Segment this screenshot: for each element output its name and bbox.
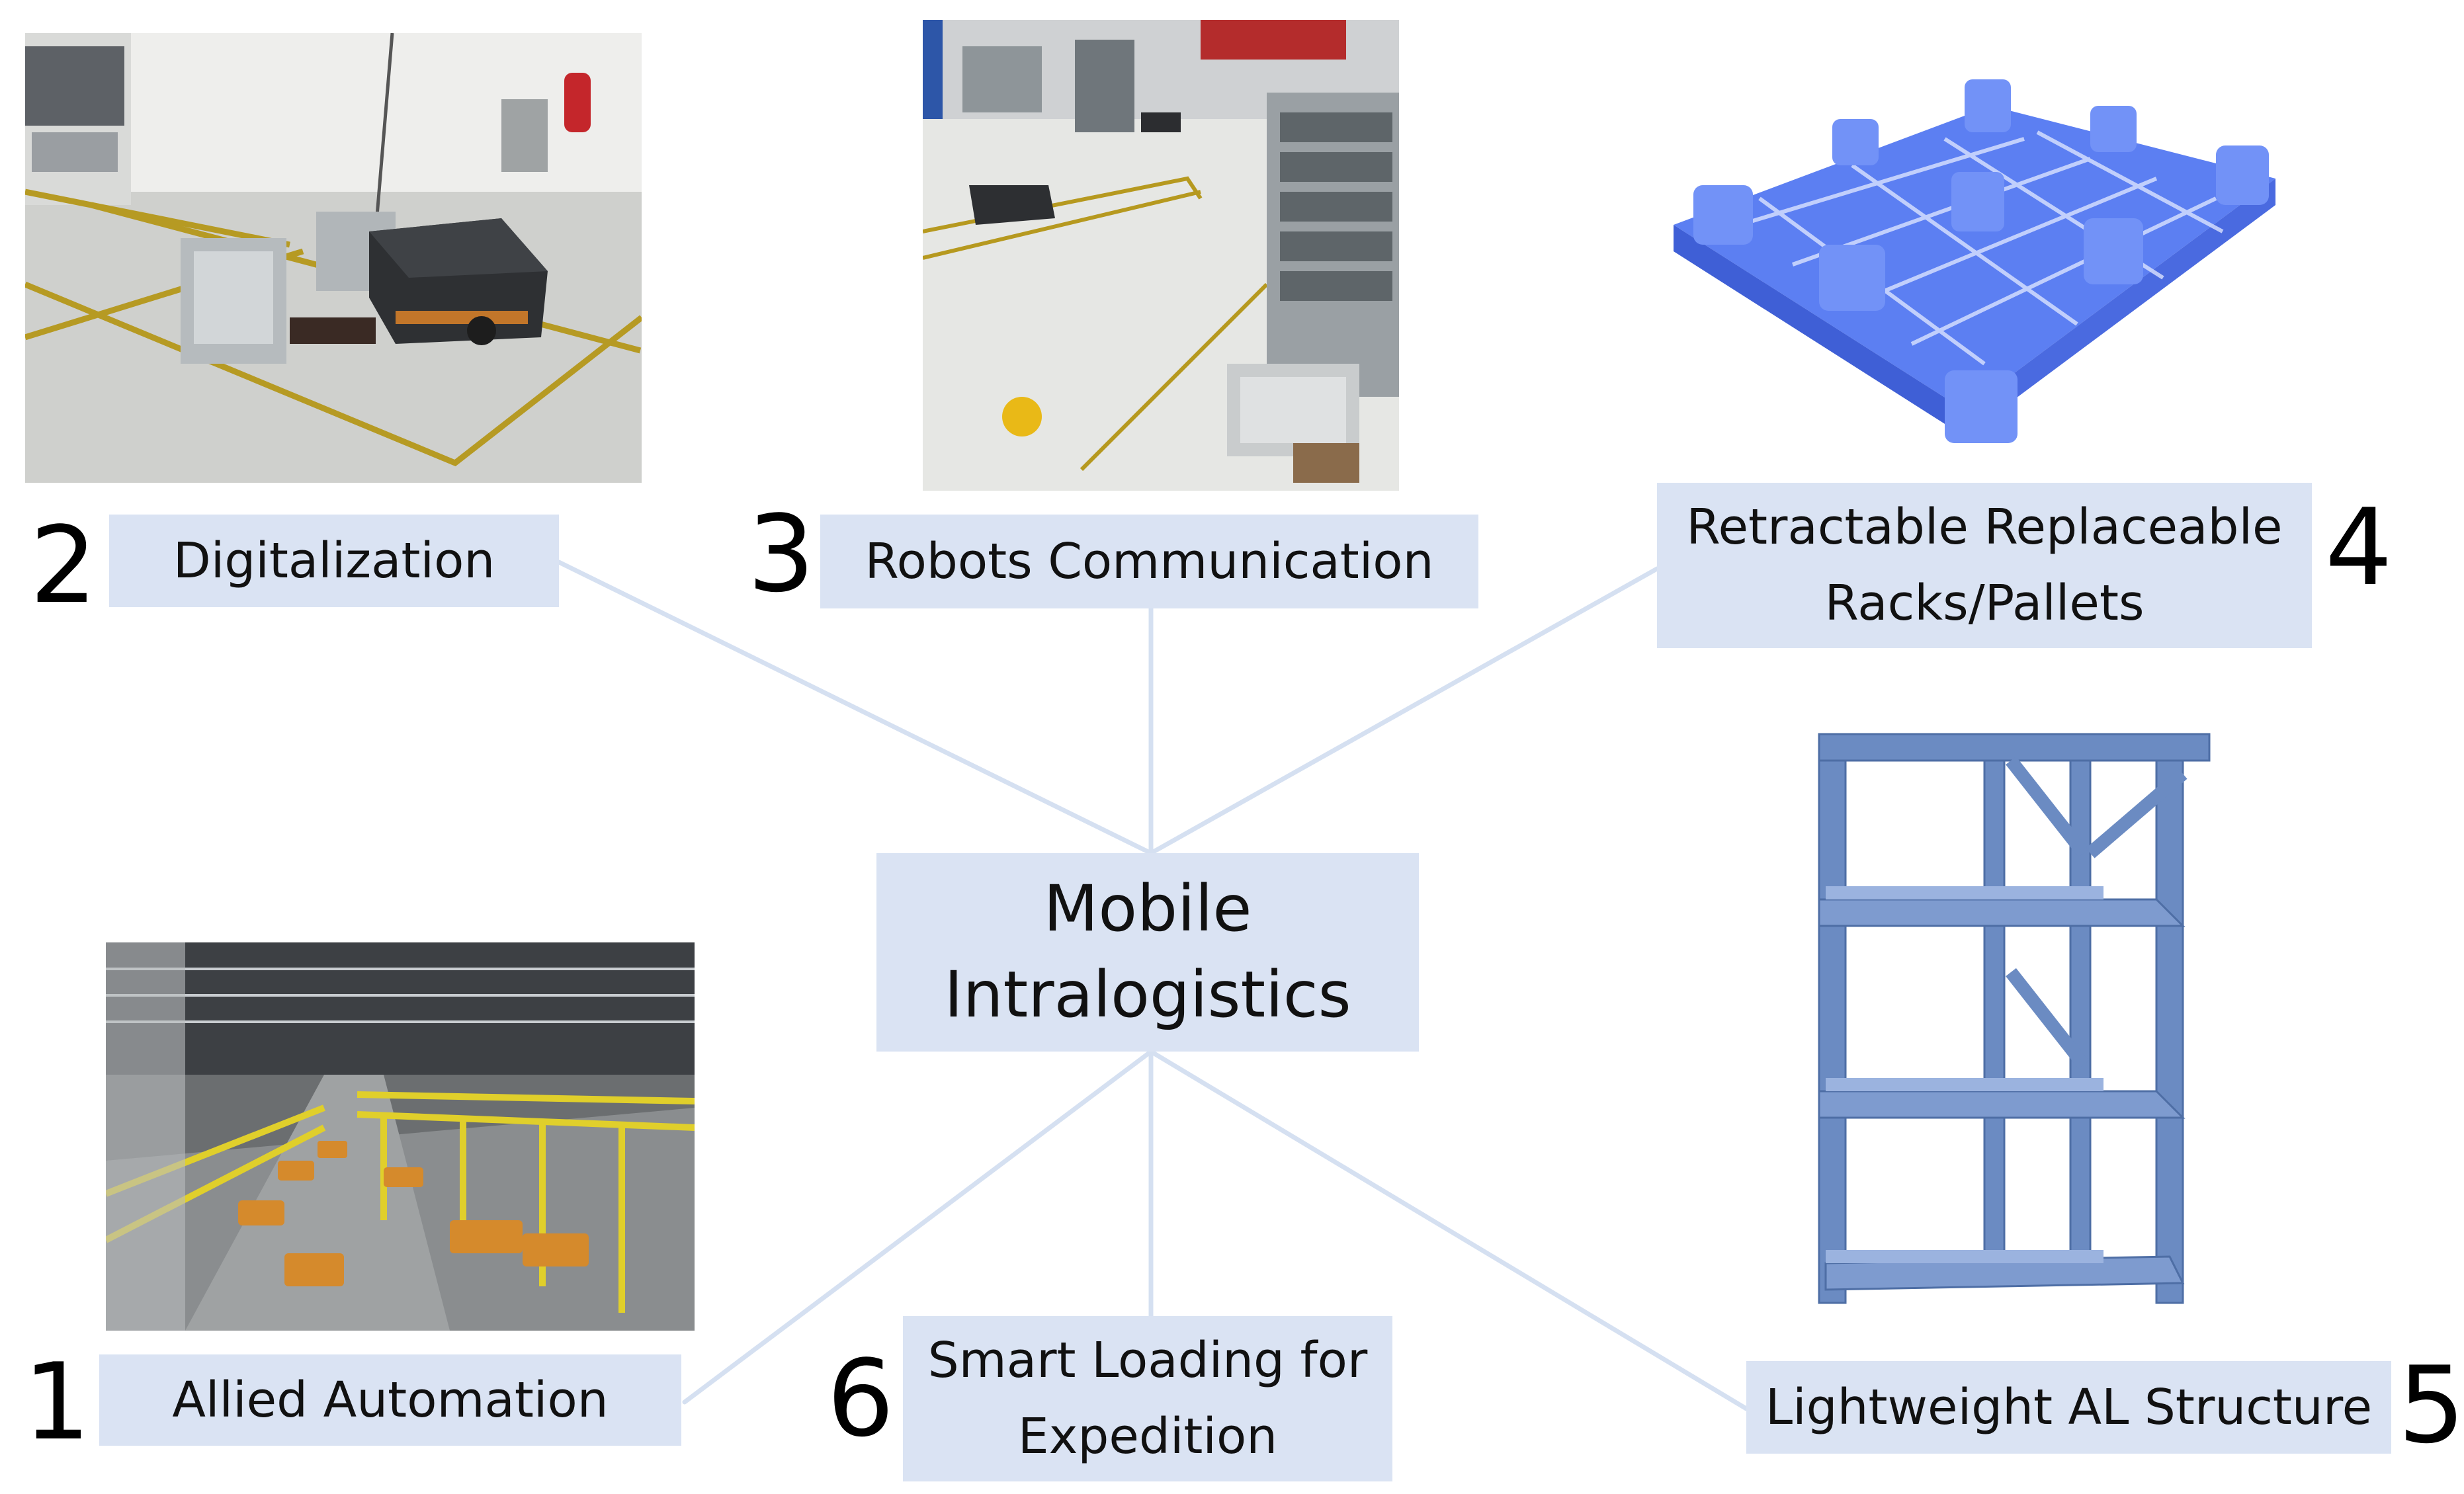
connector-1 xyxy=(682,1049,1154,1405)
node-label-racks-line2: Racks/Pallets xyxy=(1824,575,2145,632)
node-label-racks-line1: Retractable Replaceable xyxy=(1686,499,2283,556)
mir-robot-floor-photo xyxy=(25,33,642,483)
center-box: Mobile Intralogistics xyxy=(876,853,1419,1052)
node-number-6: 6 xyxy=(827,1337,894,1460)
amr-warehouse-photo xyxy=(106,942,695,1331)
aluminium-rack-render xyxy=(1786,721,2236,1316)
node-box-allied-automation: Allied Automation xyxy=(99,1354,681,1446)
node-number-3: 3 xyxy=(747,492,815,616)
connector-4 xyxy=(1148,566,1660,856)
node-number-5: 5 xyxy=(2398,1343,2464,1467)
connector-5 xyxy=(1148,1049,1749,1411)
plastic-pallet-render xyxy=(1654,66,2289,476)
connector-2 xyxy=(556,560,1154,856)
node-label-robots-communication: Robots Communication xyxy=(865,532,1434,590)
node-label-smart-loading-line2: Expedition xyxy=(1017,1408,1278,1465)
node-label-allied-automation: Allied Automation xyxy=(172,1371,609,1429)
node-label-lightweight-al: Lightweight AL Structure xyxy=(1765,1378,2373,1436)
node-number-1: 1 xyxy=(23,1340,91,1464)
node-box-lightweight-al: Lightweight AL Structure xyxy=(1746,1361,2391,1454)
node-label-smart-loading-line1: Smart Loading for xyxy=(927,1332,1368,1390)
center-title-line1: Mobile xyxy=(1043,872,1252,946)
node-box-digitalization: Digitalization xyxy=(109,515,559,607)
center-title-line2: Intralogistics xyxy=(944,958,1351,1032)
node-number-4: 4 xyxy=(2325,485,2393,609)
mir-robots-hall-photo xyxy=(923,20,1399,491)
node-box-racks-pallets: Retractable Replaceable Racks/Pallets xyxy=(1657,483,2312,648)
node-box-smart-loading: Smart Loading for Expedition xyxy=(903,1316,1392,1481)
node-number-2: 2 xyxy=(30,503,97,627)
node-label-digitalization: Digitalization xyxy=(173,532,495,589)
node-box-robots-communication: Robots Communication xyxy=(820,515,1478,608)
